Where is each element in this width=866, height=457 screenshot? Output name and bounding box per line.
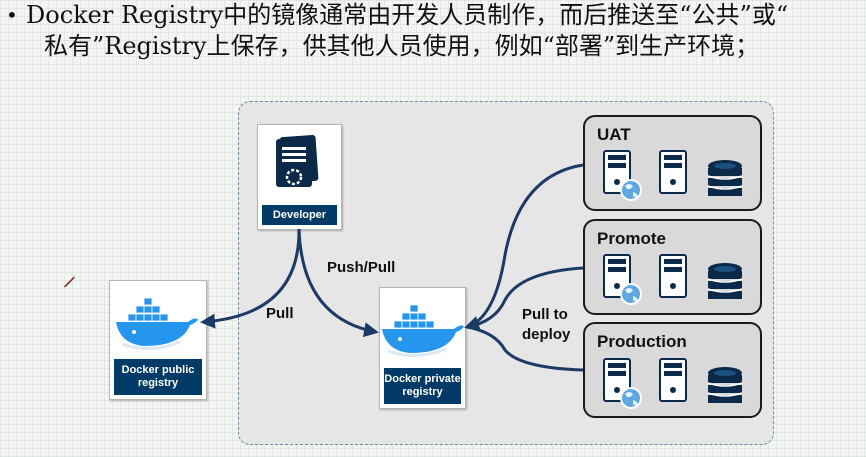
public-registry-caption: Docker public registry <box>114 359 202 395</box>
label-push-pull: Push/Pull <box>327 259 396 276</box>
promote-server-icons <box>603 254 743 305</box>
developer-caption: Developer <box>262 205 337 225</box>
env-title-promote: Promote <box>597 229 666 248</box>
arrow-production-to-private <box>466 325 584 372</box>
production-server-icons <box>603 358 743 409</box>
slide-text-line-2: 私有”Registry上保存，供其他人员使用，例如“部署”到生产环境； <box>44 32 760 60</box>
arrow-push-pull-to-private <box>297 228 379 338</box>
label-pull-to-deploy-2: deploy <box>522 326 571 343</box>
uat-server-icons <box>603 150 743 201</box>
arrow-uat-to-private <box>464 163 584 331</box>
arrow-pull-to-public <box>200 228 301 329</box>
private-registry-card: Docker private registry <box>379 287 466 409</box>
slide-text-line-1: Docker Registry中的镜像通常由开发人员制作，而后推送至“公共”或“ <box>26 1 789 29</box>
env-title-uat: UAT <box>597 125 631 144</box>
label-pull: Pull <box>266 305 294 322</box>
env-title-production: Production <box>597 332 687 351</box>
pen-cursor-icon <box>63 276 75 288</box>
private-registry-caption: Docker private registry <box>384 368 461 404</box>
docker-whale-icon-public <box>114 296 200 351</box>
bullet-marker: • <box>6 3 18 27</box>
label-pull-to-deploy-1: Pull to <box>522 306 568 323</box>
developer-document-icon <box>276 135 319 187</box>
docker-whale-icon-private <box>380 303 466 358</box>
arrow-promote-to-private <box>466 266 584 329</box>
